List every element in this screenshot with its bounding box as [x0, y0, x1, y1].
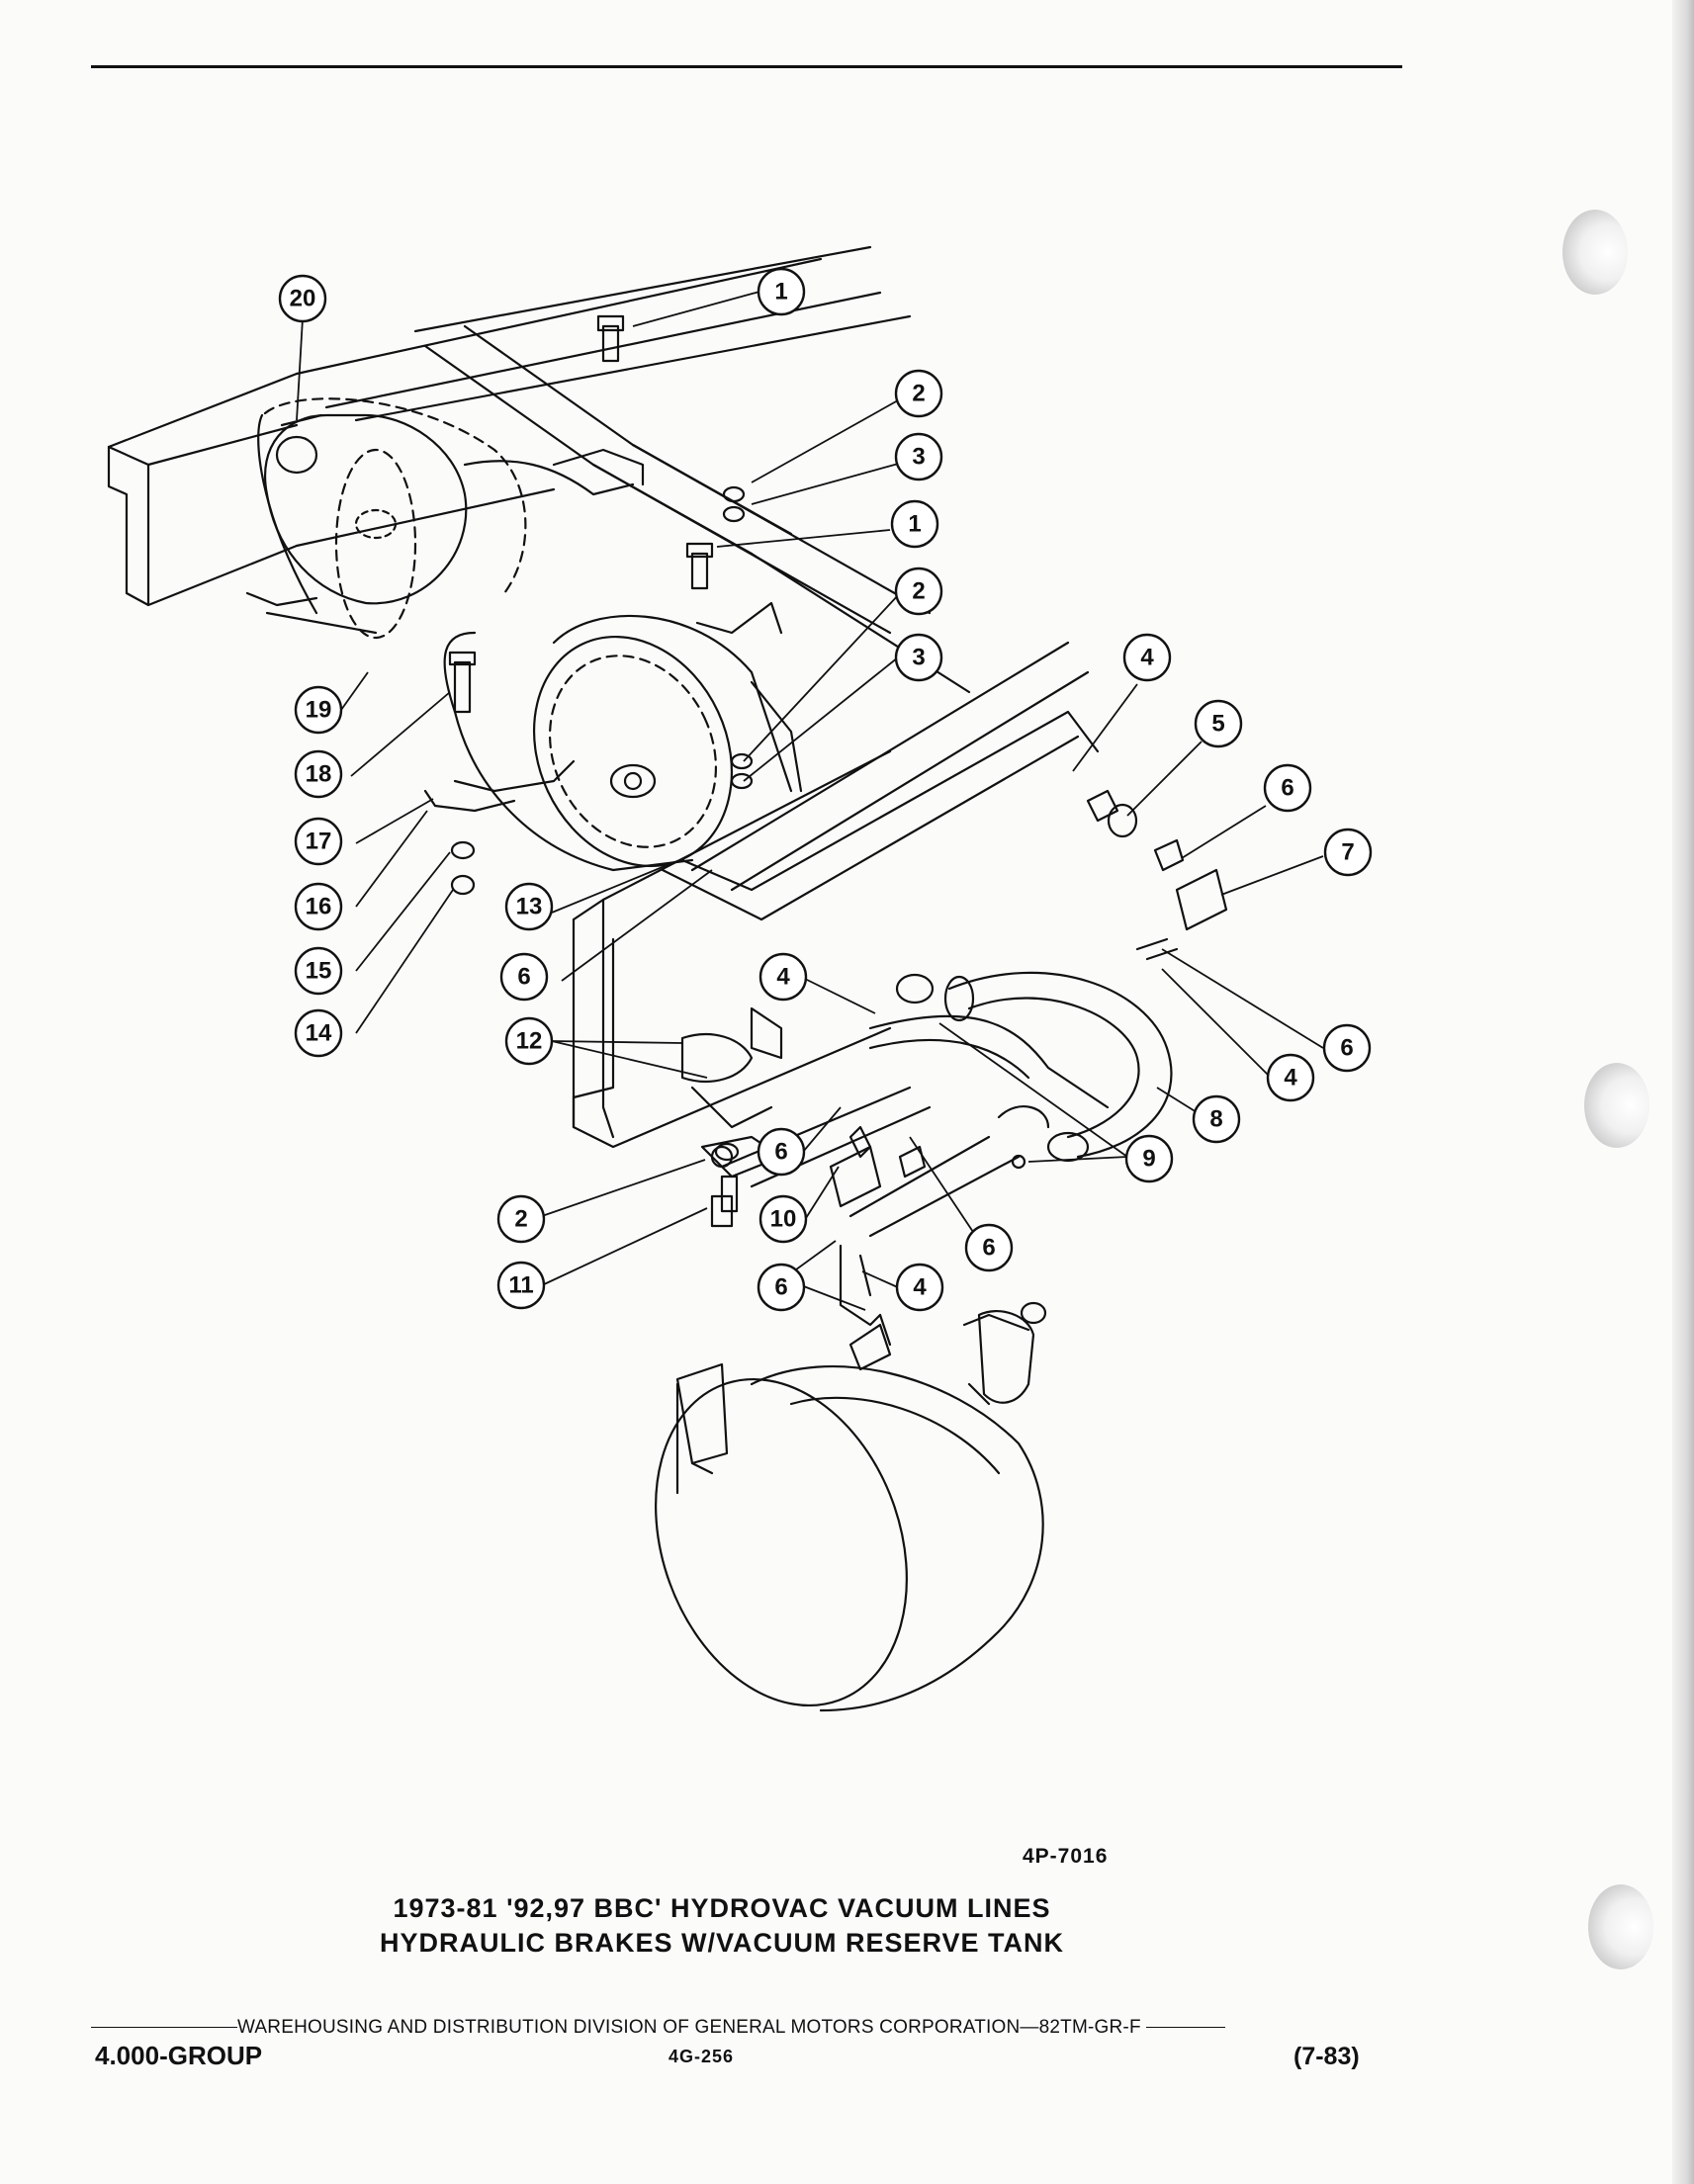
callout-6-right: 6: [1340, 1035, 1353, 1062]
callout-12: 12: [516, 1028, 543, 1055]
callout-13: 13: [516, 894, 543, 920]
footer-division-line: WAREHOUSING AND DISTRIBUTION DIVISION OF…: [91, 2017, 1363, 2039]
callout-6-upper: 6: [1281, 775, 1293, 802]
cross-member: [423, 324, 971, 694]
callout-16: 16: [306, 894, 332, 920]
callout-1-lower: 1: [908, 511, 921, 538]
callout-15: 15: [306, 958, 332, 985]
callout-3-upper: 3: [912, 444, 925, 471]
footer-dash-right: [1146, 2027, 1226, 2029]
reserve-tank-upper: [257, 397, 527, 640]
binder-hole-middle: [1584, 1063, 1649, 1148]
callout-4-middle: 4: [776, 964, 790, 991]
tank-straps: [245, 448, 783, 813]
reserve-tank-main: [443, 614, 803, 872]
vacuum-hose: [943, 971, 1173, 1163]
footer-division-text: WAREHOUSING AND DISTRIBUTION DIVISION OF…: [237, 2017, 1141, 2038]
figure-caption-line-1: 1973-81 '92,97 BBC' HYDROVAC VACUUM LINE…: [393, 1893, 1051, 1923]
vacuum-lines: [661, 710, 1110, 1327]
callout-4-bottom: 4: [913, 1274, 927, 1301]
callout-6-tank: 6: [517, 964, 530, 991]
callout-20: 20: [290, 286, 316, 312]
figure-caption-line-2: HYDRAULIC BRAKES W/VACUUM RESERVE TANK: [379, 1928, 1065, 1958]
callout-4-upper: 4: [1140, 645, 1154, 671]
callout-2-bottom: 2: [514, 1206, 527, 1233]
callout-7: 7: [1341, 839, 1354, 866]
callout-19: 19: [306, 697, 332, 724]
callout-2-upper: 2: [912, 381, 925, 407]
footer-page-number: 4G-256: [669, 2047, 735, 2066]
callout-10: 10: [770, 1206, 797, 1233]
binder-hole-top: [1562, 210, 1628, 295]
binder-hole-bottom: [1588, 1884, 1653, 1969]
frame-rail-lower: [572, 641, 1090, 1149]
footer-dash-left: [91, 2027, 237, 2029]
callout-6-lower: 6: [982, 1235, 995, 1262]
footer-group: 4.000-GROUP: [95, 2041, 263, 2070]
callout-3-lower: 3: [912, 645, 925, 671]
callout-11: 11: [508, 1272, 533, 1299]
callout-9: 9: [1142, 1146, 1155, 1173]
callout-6-bottom: 6: [774, 1274, 787, 1301]
binder-edge: [1672, 0, 1694, 2184]
header-rule: [91, 65, 1402, 68]
callout-8: 8: [1209, 1106, 1222, 1133]
callout-6-tee: 6: [774, 1139, 787, 1166]
callout-4-right: 4: [1284, 1065, 1297, 1092]
callout-14: 14: [306, 1020, 332, 1047]
figure-code: 4P-7016: [1023, 1845, 1109, 1868]
callout-2-lower: 2: [912, 578, 925, 605]
callout-18: 18: [306, 761, 332, 788]
bolts: [448, 314, 754, 1213]
callout-1-upper: 1: [774, 279, 787, 306]
hydrovac-unit: [655, 1301, 1047, 1712]
footer-date: (7-83): [1293, 2043, 1360, 2070]
callout-5: 5: [1211, 711, 1224, 738]
callout-17: 17: [306, 829, 332, 855]
